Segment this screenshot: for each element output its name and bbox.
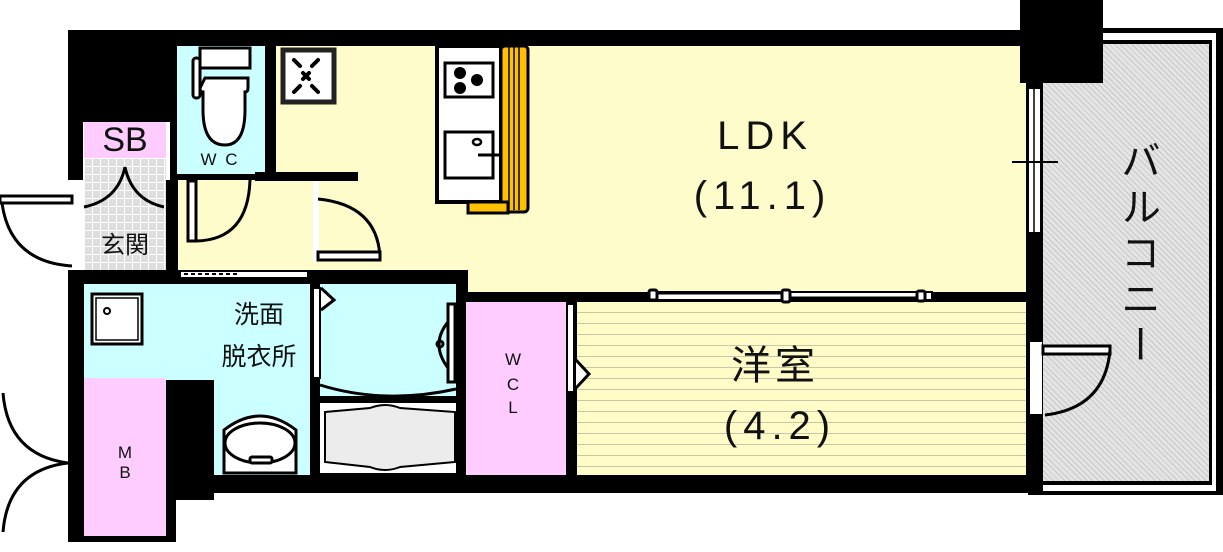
- wcl-door-icon: [566, 303, 592, 393]
- balcony-label: バルコニー: [1115, 140, 1159, 370]
- sb-label: SB: [102, 121, 148, 159]
- room-yoshitsu: [577, 302, 1028, 475]
- ventilation-icon: [280, 47, 337, 105]
- genkan-right-wall: [166, 180, 178, 270]
- mb-label-1: M: [117, 443, 133, 462]
- ldk-door-icon: [313, 182, 382, 262]
- sb-door-icon: [83, 166, 165, 209]
- hallway: [178, 180, 308, 270]
- toilet-icon: [191, 46, 252, 147]
- yoshitsu-area: (4.2): [723, 404, 837, 448]
- outer-wall-bottom: [166, 475, 1034, 493]
- bath-mirror-icon: [319, 302, 457, 398]
- senmen-label-1: 洗面: [233, 301, 284, 329]
- column-top-right-2: [1020, 0, 1103, 83]
- genkan-label: 玄関: [101, 232, 149, 259]
- kitchen-counter-icon: [435, 44, 530, 215]
- yoshitsu-label: 洋室: [731, 344, 819, 388]
- room-sb: [84, 122, 166, 158]
- entrance-door-icon: [0, 194, 74, 268]
- room-wcl: [466, 302, 566, 475]
- room-mb: [84, 378, 166, 536]
- wc-label: W C: [200, 150, 240, 169]
- room-genkan: [84, 158, 166, 270]
- storage-core-block: [68, 30, 178, 122]
- sliding-door-icon: [179, 270, 309, 279]
- wcl-label-3: L: [508, 398, 518, 417]
- washbasin-icon: [222, 414, 298, 475]
- bath-door-icon: [312, 286, 337, 379]
- ldk-area: (11.1): [693, 174, 832, 218]
- senmen-label-2: 脱衣所: [221, 343, 297, 371]
- washing-machine-icon: [90, 292, 144, 346]
- balcony-door-icon: [1030, 342, 1112, 417]
- room-bath: [320, 284, 456, 396]
- bathtub-icon: [324, 404, 456, 471]
- yoshitsu-sliding-door-icon: [647, 288, 933, 304]
- outer-wall-left-mid: [68, 270, 84, 380]
- mb-label-2: B: [119, 463, 131, 482]
- ldk-label: LDK: [717, 114, 813, 158]
- wc-door-icon: [186, 179, 252, 243]
- mb-door-icon: [1, 392, 69, 533]
- balcony-window-icon: [1012, 87, 1058, 234]
- wc-bottom-wall: [255, 172, 358, 181]
- wcl-label-2: C: [506, 375, 520, 394]
- wcl-label-1: W: [504, 350, 522, 369]
- outer-wall-top: [68, 30, 1028, 46]
